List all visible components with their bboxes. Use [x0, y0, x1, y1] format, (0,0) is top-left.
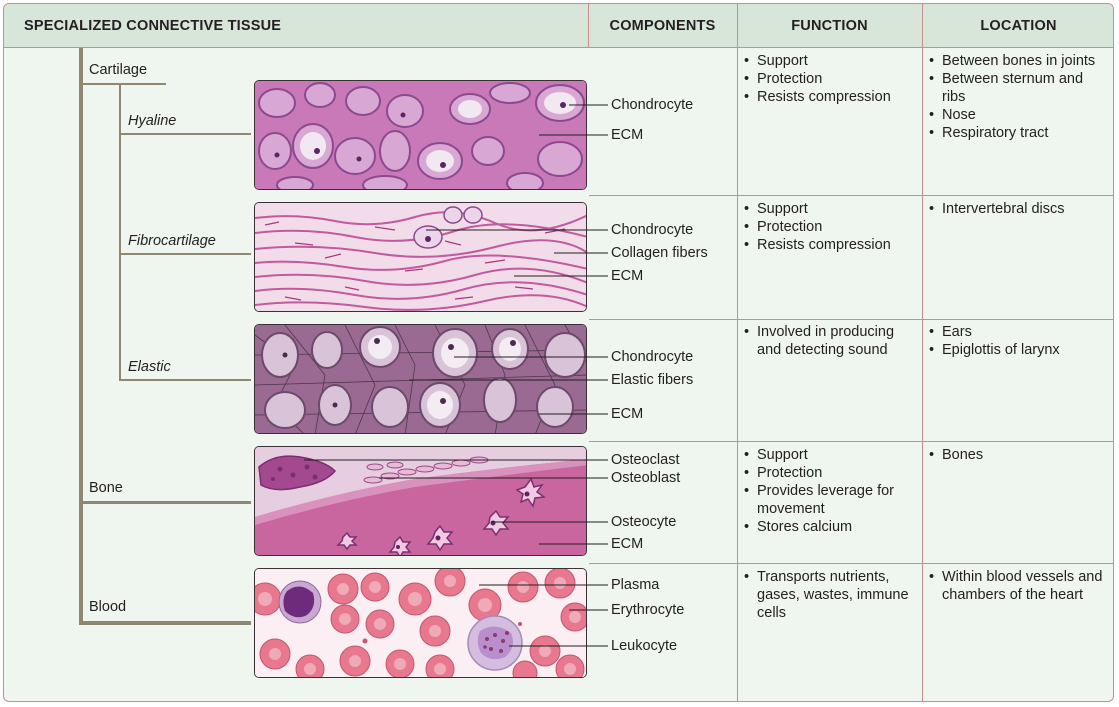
tree-trunk	[79, 48, 83, 625]
location-item: Intervertebral discs	[929, 200, 1109, 218]
function-bone: Support Protection Provides leverage for…	[744, 446, 916, 536]
tree-branch-fibrocartilage	[119, 253, 251, 255]
header-function: FUNCTION	[737, 4, 922, 48]
component-label: Collagen fibers	[611, 245, 708, 261]
location-item: Between bones in joints	[929, 52, 1109, 70]
function-elastic: Involved in producing and detecting soun…	[744, 323, 916, 359]
tree-branch-bone	[81, 501, 251, 504]
component-label: ECM	[611, 536, 644, 552]
component-label: Leukocyte	[611, 638, 678, 654]
function-item: Protection	[744, 218, 916, 236]
location-fibrocartilage: Intervertebral discs	[929, 200, 1109, 218]
component-label: Osteocyte	[611, 514, 677, 530]
location-item: Nose	[929, 106, 1109, 124]
location-item: Within blood vessels and chambers of the…	[929, 568, 1109, 604]
function-item: Resists compression	[744, 236, 916, 254]
tree-branch-elastic	[119, 379, 251, 381]
function-item: Protection	[744, 464, 916, 482]
function-item: Stores calcium	[744, 518, 916, 536]
location-blood: Within blood vessels and chambers of the…	[929, 568, 1109, 604]
elastic-micrograph	[254, 324, 587, 434]
function-item: Support	[744, 446, 916, 464]
function-hyaline: Support Protection Resists compression	[744, 52, 916, 106]
tree-cartilage-trunk	[119, 84, 121, 381]
function-item: Involved in producing and detecting soun…	[744, 323, 916, 359]
tissue-table: SPECIALIZED CONNECTIVE TISSUE COMPONENTS…	[3, 3, 1114, 702]
component-label: ECM	[611, 268, 644, 284]
function-item: Support	[744, 52, 916, 70]
location-bone: Bones	[929, 446, 1109, 464]
function-blood: Transports nutrients, gases, wastes, imm…	[744, 568, 916, 622]
header-components: COMPONENTS	[588, 4, 737, 48]
label-bone: Bone	[89, 480, 123, 496]
function-fibrocartilage: Support Protection Resists compression	[744, 200, 916, 254]
function-item: Protection	[744, 70, 916, 88]
component-label: Erythrocyte	[611, 602, 685, 618]
divider	[922, 4, 923, 701]
function-item: Support	[744, 200, 916, 218]
function-item: Provides leverage for movement	[744, 482, 916, 518]
location-hyaline: Between bones in joints Between sternum …	[929, 52, 1109, 142]
component-label: ECM	[611, 127, 644, 143]
tree-branch-blood	[79, 621, 251, 625]
location-elastic: Ears Epiglottis of larynx	[929, 323, 1109, 359]
component-label: Chondrocyte	[611, 222, 694, 238]
blood-micrograph	[254, 568, 587, 678]
bone-micrograph	[254, 446, 587, 556]
location-item: Between sternum and ribs	[929, 70, 1109, 106]
hyaline-micrograph	[254, 80, 587, 190]
component-label: Chondrocyte	[611, 349, 694, 365]
component-label: ECM	[611, 406, 644, 422]
component-label: Osteoclast	[611, 452, 680, 468]
function-item: Resists compression	[744, 88, 916, 106]
location-item: Respiratory tract	[929, 124, 1109, 142]
component-label: Plasma	[611, 577, 660, 593]
fibrocartilage-micrograph	[254, 202, 587, 312]
tree-branch-hyaline	[119, 133, 251, 135]
row-divider	[589, 195, 1113, 196]
location-item: Ears	[929, 323, 1109, 341]
label-blood: Blood	[89, 599, 127, 615]
divider	[737, 4, 738, 701]
header-location: LOCATION	[922, 4, 1113, 48]
header-tissue: SPECIALIZED CONNECTIVE TISSUE	[4, 4, 588, 48]
function-item: Transports nutrients, gases, wastes, imm…	[744, 568, 916, 622]
row-divider	[589, 563, 1113, 564]
component-label: Osteoblast	[611, 470, 681, 486]
location-item: Bones	[929, 446, 1109, 464]
tree-branch-cartilage	[81, 83, 166, 85]
row-divider	[589, 441, 1113, 442]
row-divider	[589, 319, 1113, 320]
label-elastic: Elastic	[128, 359, 171, 375]
callout-lines	[304, 104, 608, 647]
label-fibrocartilage: Fibrocartilage	[128, 233, 216, 249]
component-label: Elastic fibers	[611, 372, 694, 388]
label-cartilage: Cartilage	[89, 62, 148, 78]
component-label: Chondrocyte	[611, 97, 694, 113]
divider	[588, 4, 589, 48]
location-item: Epiglottis of larynx	[929, 341, 1109, 359]
label-hyaline: Hyaline	[128, 113, 177, 129]
